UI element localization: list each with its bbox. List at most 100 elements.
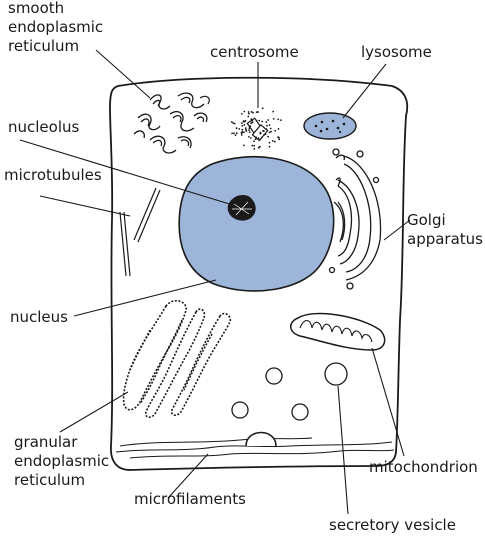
leader-lines bbox=[19, 49, 411, 515]
secretory-vesicles bbox=[231, 362, 348, 421]
centrosome-dot bbox=[255, 119, 258, 122]
centrosome-dot bbox=[251, 121, 254, 124]
centrosome-dot bbox=[267, 135, 270, 138]
centrosome-dot bbox=[243, 131, 245, 134]
centrosome-dot bbox=[277, 127, 280, 130]
centrosome-dot bbox=[268, 141, 271, 144]
microfilaments-label: microfilaments bbox=[134, 490, 246, 508]
centrosome-dot bbox=[255, 111, 258, 114]
centrosome-dot bbox=[268, 124, 271, 126]
centrosome-dot bbox=[234, 134, 237, 137]
centrosome-dot bbox=[259, 145, 261, 148]
lysosome-granules bbox=[314, 119, 346, 134]
nucleus bbox=[178, 155, 335, 292]
centrosome-dot bbox=[250, 111, 253, 113]
centrosome-dot bbox=[243, 110, 246, 113]
granular-er-label-line: endoplasmic bbox=[14, 452, 110, 470]
smooth-er-label-line: endoplasmic bbox=[8, 18, 104, 36]
centrosome-dot bbox=[241, 122, 243, 124]
granular-er bbox=[122, 299, 232, 419]
centrosome-dot bbox=[235, 127, 238, 130]
centrosome-dot bbox=[235, 132, 238, 135]
cell-membrane bbox=[109, 76, 409, 471]
nucleolus bbox=[227, 195, 256, 221]
centrosome-dot bbox=[252, 111, 254, 114]
centrosome-dot bbox=[241, 130, 244, 133]
centrosome-dot bbox=[238, 127, 241, 130]
centrosome-dot bbox=[248, 129, 250, 132]
centrosome-dot bbox=[265, 121, 268, 123]
granular-er-label-line: granular bbox=[14, 433, 78, 451]
centrosome-dot bbox=[273, 140, 276, 143]
nucleus-label: nucleus bbox=[10, 308, 68, 326]
centrosome-dot bbox=[280, 119, 282, 121]
golgi-label-line: apparatus bbox=[407, 230, 483, 248]
centrosome-dot bbox=[240, 113, 243, 115]
mitochondrion bbox=[290, 312, 386, 351]
centrosome-dot bbox=[268, 131, 271, 134]
centrosome-dot bbox=[259, 138, 261, 141]
golgi-label-line: Golgi bbox=[407, 211, 446, 229]
centrosome-dot bbox=[253, 140, 255, 143]
centrosome-dot bbox=[264, 133, 267, 136]
centrosome-dot bbox=[245, 128, 247, 131]
centrosome-dot bbox=[259, 131, 262, 134]
microfilaments-fibre bbox=[119, 437, 313, 447]
centrosome-dot bbox=[247, 112, 250, 115]
microtubules bbox=[119, 187, 161, 277]
mitochondrion-label: mitochondrion bbox=[369, 458, 478, 476]
centrosome-dot bbox=[244, 127, 247, 129]
centrosome-dot bbox=[263, 130, 265, 133]
centrosome-dot bbox=[277, 118, 280, 121]
centrosome-dot bbox=[245, 130, 248, 133]
centrosome-dot bbox=[241, 124, 244, 127]
centrosome-dot bbox=[241, 128, 244, 131]
smooth-er-label: smooth endoplasmic reticulum bbox=[8, 0, 103, 56]
smooth-er bbox=[133, 92, 210, 154]
microtubules-label: microtubules bbox=[4, 166, 102, 184]
centrosome-dot bbox=[277, 136, 280, 139]
centrosome-dot bbox=[268, 145, 271, 148]
centrosome-dot bbox=[233, 122, 236, 125]
microfilaments-fibre bbox=[115, 441, 393, 453]
centrosome-dot bbox=[270, 130, 272, 133]
centrosome-dot bbox=[243, 144, 245, 147]
centrosome-dot bbox=[250, 137, 252, 139]
centrosome-dot bbox=[272, 118, 275, 120]
granular-er-label-line: reticulum bbox=[14, 471, 86, 489]
centrosome-dot bbox=[261, 107, 264, 110]
centrosome-dot bbox=[266, 124, 268, 127]
granular-er-label: granular endoplasmic reticulum bbox=[14, 433, 109, 490]
centrosome-dot bbox=[257, 111, 259, 113]
lysosome-label: lysosome bbox=[361, 43, 432, 61]
nucleolus-label: nucleolus bbox=[8, 118, 80, 136]
smooth-er-label-line: smooth bbox=[8, 0, 65, 17]
centrosome-dot bbox=[267, 119, 270, 121]
centrosome-dot bbox=[244, 119, 247, 122]
golgi-label: Golgi apparatus bbox=[407, 211, 483, 249]
centrosome-dot bbox=[250, 118, 253, 121]
centrosome-dot bbox=[254, 138, 257, 141]
centrosome-dot bbox=[255, 136, 257, 139]
centrosome-dot bbox=[250, 122, 253, 125]
centrosome-dot bbox=[242, 120, 245, 123]
centrosome-dot bbox=[269, 127, 272, 130]
centrosome-dot bbox=[251, 120, 254, 122]
centrosome-dot bbox=[257, 146, 260, 149]
centrosome-dot bbox=[248, 131, 251, 134]
centrosome-dot bbox=[265, 128, 268, 131]
centrosome-dot bbox=[251, 144, 254, 147]
lysosome bbox=[303, 112, 357, 140]
centrosome-dot bbox=[248, 127, 251, 130]
centrosome-dot bbox=[261, 120, 264, 123]
secretory-vesicle-fusing bbox=[245, 431, 277, 447]
centrosome-dot bbox=[271, 140, 274, 142]
centrosome-dot bbox=[249, 125, 252, 127]
centrosome-dot bbox=[247, 111, 250, 113]
centrosome-dot bbox=[257, 137, 260, 140]
centrosome-dot bbox=[278, 138, 281, 141]
centrosome-label: centrosome bbox=[210, 43, 299, 61]
centrosome-dot bbox=[263, 133, 266, 136]
